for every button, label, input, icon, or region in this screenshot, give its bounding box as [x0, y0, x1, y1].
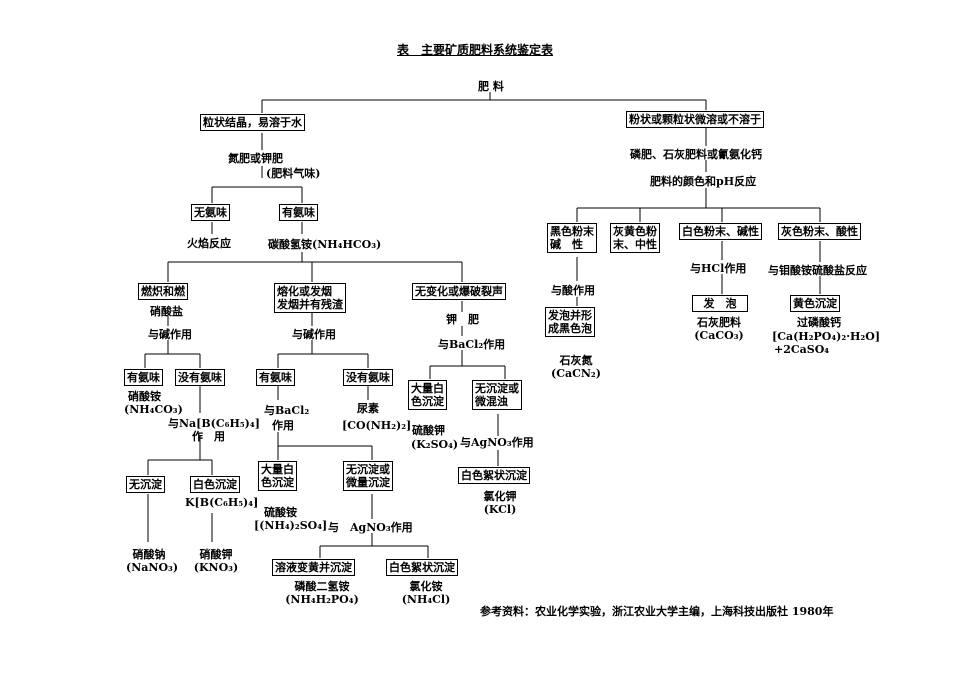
reference-note: 参考资料：农业化学实验，浙江农业大学主编，上海科技出版社 1980年: [480, 605, 834, 618]
map-label: 磷酸二氢铵 (NH₄H₂PO₄): [277, 580, 367, 606]
no-or-trace-precipitate-box: 无沉淀或 微量沉淀: [343, 461, 393, 491]
lime-nitrogen-name: 石灰氮: [559, 354, 593, 367]
white-powder-alkaline-box: 白色粉末、碱性: [679, 223, 762, 240]
lime-nitrogen-formula: (CaCN₂): [551, 367, 601, 380]
nitrogen-potash-note: 氮肥或钾肥: [228, 152, 283, 165]
white-floc-box: 白色絮状沉淀: [386, 559, 458, 576]
no-change-box: 无变化或爆破裂声: [412, 283, 506, 300]
white-floc-box-2: 白色絮状沉淀: [458, 467, 530, 484]
kcl-formula: (KCl): [483, 503, 517, 516]
bubble-black-foam-box: 发泡并形 成黑色泡: [545, 307, 595, 337]
no-precipitate-turbid-box: 无沉淀或 微混浊: [472, 380, 522, 410]
sodium-nitrate-name: 硝酸钠: [132, 548, 166, 561]
no-ammonia-box: 无氨味: [191, 204, 230, 221]
map-name: 磷酸二氢铵: [294, 580, 350, 593]
has-ammonia-box-3: 有氨味: [256, 369, 295, 386]
sodium-nitrate-formula: (NaNO₃): [126, 561, 179, 574]
has-ammonia-box-2: 有氨味: [124, 369, 163, 386]
powder-insoluble-box: 粉状或颗粒状微溶或不溶于: [626, 111, 764, 128]
soluble-crystal-box: 粒状结晶，易溶于水: [200, 114, 305, 131]
grey-powder-acidic-box: 灰色粉末、酸性: [778, 223, 861, 240]
grey-yellow-powder-box: 灰黄色粉 末、中性: [610, 223, 660, 253]
nh4cl-name: 氯化铵: [409, 580, 443, 593]
kcl-name: 氯化钾: [483, 490, 517, 503]
lime-fertilizer-name: 石灰肥料: [697, 316, 741, 329]
no-ammonia-box-3: 没有氨味: [343, 369, 393, 386]
ammonium-nitrate-label: 硝酸铵: [128, 390, 161, 403]
color-ph-note: 肥料的颜色和pH反应: [650, 175, 757, 188]
foaming-box: 发 泡: [692, 295, 748, 312]
superphosphate-label: 过磷酸钙: [797, 316, 841, 329]
big-white-precipitate-box: 大量白 色沉淀: [258, 461, 297, 491]
urea-formula: [CO(NH₂)₂]: [342, 419, 412, 432]
has-ammonia-box: 有氨味: [279, 204, 318, 221]
potassium-nitrate-formula: (KNO₃): [193, 561, 239, 574]
flame-test-label: 火焰反应: [187, 237, 231, 250]
ammonium-nitrate-formula: (NH₄CO₃): [124, 403, 183, 416]
kcl-label: 氯化钾 (KCl): [470, 490, 530, 516]
potash-label: 钾 肥: [446, 313, 479, 326]
sodium-nitrate-label: 硝酸钠 (NaNO₃): [126, 548, 179, 574]
kbph-label: K[B(C₆H₅)₄]: [185, 496, 259, 509]
no-ammonia-box-2: 没有氨味: [175, 369, 225, 386]
odor-note: (肥料气味): [266, 167, 321, 180]
ammonium-sulfate-label: 硫酸铵: [264, 506, 297, 519]
melt-smoke-box: 熔化或发烟 发烟并有残渣: [274, 283, 346, 313]
yellow-precipitate-box: 溶液变黄并沉淀: [272, 559, 355, 576]
big-white-precipitate-box-2: 大量白 色沉淀: [408, 380, 447, 410]
with-agno3-label: 与 AgNO₃作用: [328, 521, 413, 534]
with-hcl-label: 与HCl作用: [690, 262, 747, 275]
lime-fertilizer-label: 石灰肥料 (CaCO₃): [682, 316, 756, 342]
lime-fertilizer-formula: (CaCO₃): [694, 329, 744, 342]
with-nabph-label: 与Na[B(C₆H₅)₄]: [168, 417, 260, 430]
potassium-nitrate-label: 硝酸钾 (KNO₃): [193, 548, 239, 574]
with-bacl2-label-2: 作用: [272, 419, 294, 432]
with-bacl2-potash: 与BaCl₂作用: [438, 338, 506, 351]
map-formula: (NH₄H₂PO₄): [285, 593, 359, 606]
with-bacl2-label: 与BaCl₂: [264, 404, 310, 417]
root-label: 肥 料: [478, 80, 504, 93]
nh4cl-label: 氯化铵 (NH₄Cl): [396, 580, 456, 606]
ammonium-bicarbonate-label: 碳酸氢铵(NH₄HCO₃): [268, 238, 382, 251]
superphosphate-formula-2: +2CaSO₄: [774, 343, 830, 356]
burn-box: 燃炽和燃: [138, 283, 188, 300]
with-molybdate-label: 与钼酸铵硫酸盐反应: [768, 264, 867, 277]
with-nabph-label-2: 作 用: [192, 430, 225, 443]
black-powder-box: 黑色粉末 碱 性: [547, 223, 597, 253]
white-precipitate-box: 白色沉淀: [190, 476, 240, 493]
with-agno3-potash: 与AgNO₃作用: [460, 436, 534, 449]
nh4cl-formula: (NH₄Cl): [401, 593, 451, 606]
potassium-nitrate-name: 硝酸钾: [199, 548, 233, 561]
superphosphate-formula: [Ca(H₂PO₄)₂·H₂O]: [772, 330, 881, 343]
potassium-sulfate-label: 硫酸钾: [412, 424, 445, 437]
nitrate-label: 硝酸盐: [150, 305, 183, 318]
no-precipitate-box: 无沉淀: [126, 476, 165, 493]
phosphate-lime-note: 磷肥、石灰肥料或氰氨化钙: [630, 148, 762, 161]
diagram-title: 表 主要矿质肥料系统鉴定表: [397, 43, 554, 57]
potassium-sulfate-formula: (K₂SO₄): [411, 438, 459, 451]
yellow-precipitate-box-2: 黄色沉淀: [790, 295, 840, 312]
urea-label: 尿素: [357, 402, 379, 415]
alkali-reaction-2: 与碱作用: [292, 328, 336, 341]
ammonium-sulfate-formula: [(NH₄)₂SO₄]: [254, 519, 328, 532]
with-acid-label: 与酸作用: [551, 284, 595, 297]
alkali-reaction-1: 与碱作用: [148, 328, 192, 341]
lime-nitrogen-label: 石灰氮 (CaCN₂): [546, 354, 606, 380]
